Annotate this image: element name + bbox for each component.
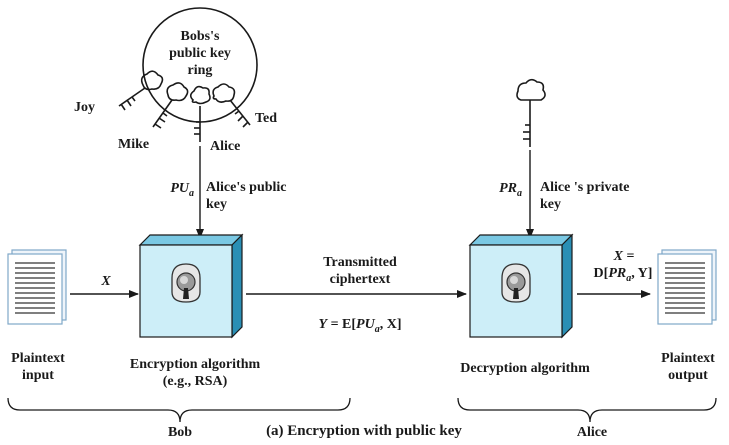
encryption-algorithm-label-line-1: Encryption algorithm xyxy=(129,357,261,372)
private-key-symbol: PRa xyxy=(499,181,522,199)
channel-label-line-1: Transmitted xyxy=(323,255,397,270)
channel-label-line-2: ciphertext xyxy=(329,272,391,287)
encryption-algorithm-label-line-2: (e.g., RSA) xyxy=(162,374,228,389)
plaintext-output-label-line-1: Plaintext xyxy=(661,351,715,366)
plaintext-output-document xyxy=(657,249,717,325)
decryption-lock-icon xyxy=(501,263,531,303)
key-ring-title-line-1: Bobs's xyxy=(180,29,220,44)
party-label-alice: Alice xyxy=(576,425,608,440)
private-key-label-line-1: Alice 's private xyxy=(540,180,630,195)
public-key-label-line-1: Alice's public xyxy=(206,180,287,195)
key-label-mike: Mike xyxy=(118,137,150,152)
alice-brace xyxy=(457,397,717,423)
plaintext-input-label-line-1: Plaintext xyxy=(11,351,65,366)
key-label-ted: Ted xyxy=(255,111,278,126)
output-equation-line-2: D[PRa, Y] xyxy=(593,266,653,284)
ciphertext-equation: Y = E[PUa, X] xyxy=(318,317,402,335)
figure-caption: (a) Encryption with public key xyxy=(266,423,462,439)
decryption-algorithm-label: Decryption algorithm xyxy=(460,361,590,376)
plaintext-output-label-line-2: output xyxy=(668,368,708,383)
bob-brace xyxy=(7,397,351,423)
output-equation-line-1: X = xyxy=(613,249,635,264)
key-ring-title-line-2: public key xyxy=(169,46,231,61)
public-key-label-line-2: key xyxy=(206,197,227,212)
key-ring-title-line-3: ring xyxy=(187,63,213,78)
public-key-symbol: PUa xyxy=(170,181,194,199)
party-label-bob: Bob xyxy=(167,425,193,440)
alice-key-icon xyxy=(189,85,211,142)
input-variable: X xyxy=(101,274,111,289)
plaintext-input-document xyxy=(7,249,67,325)
mike-key-icon xyxy=(152,82,189,129)
private-key-icon xyxy=(516,78,546,147)
joy-key-icon xyxy=(118,70,164,111)
private-key-label-line-2: key xyxy=(540,197,561,212)
plaintext-input-label-line-2: input xyxy=(22,368,54,383)
ted-key-icon xyxy=(212,83,251,128)
key-label-joy: Joy xyxy=(74,100,95,115)
key-label-alice: Alice xyxy=(210,139,241,154)
encryption-lock-icon xyxy=(171,263,201,303)
